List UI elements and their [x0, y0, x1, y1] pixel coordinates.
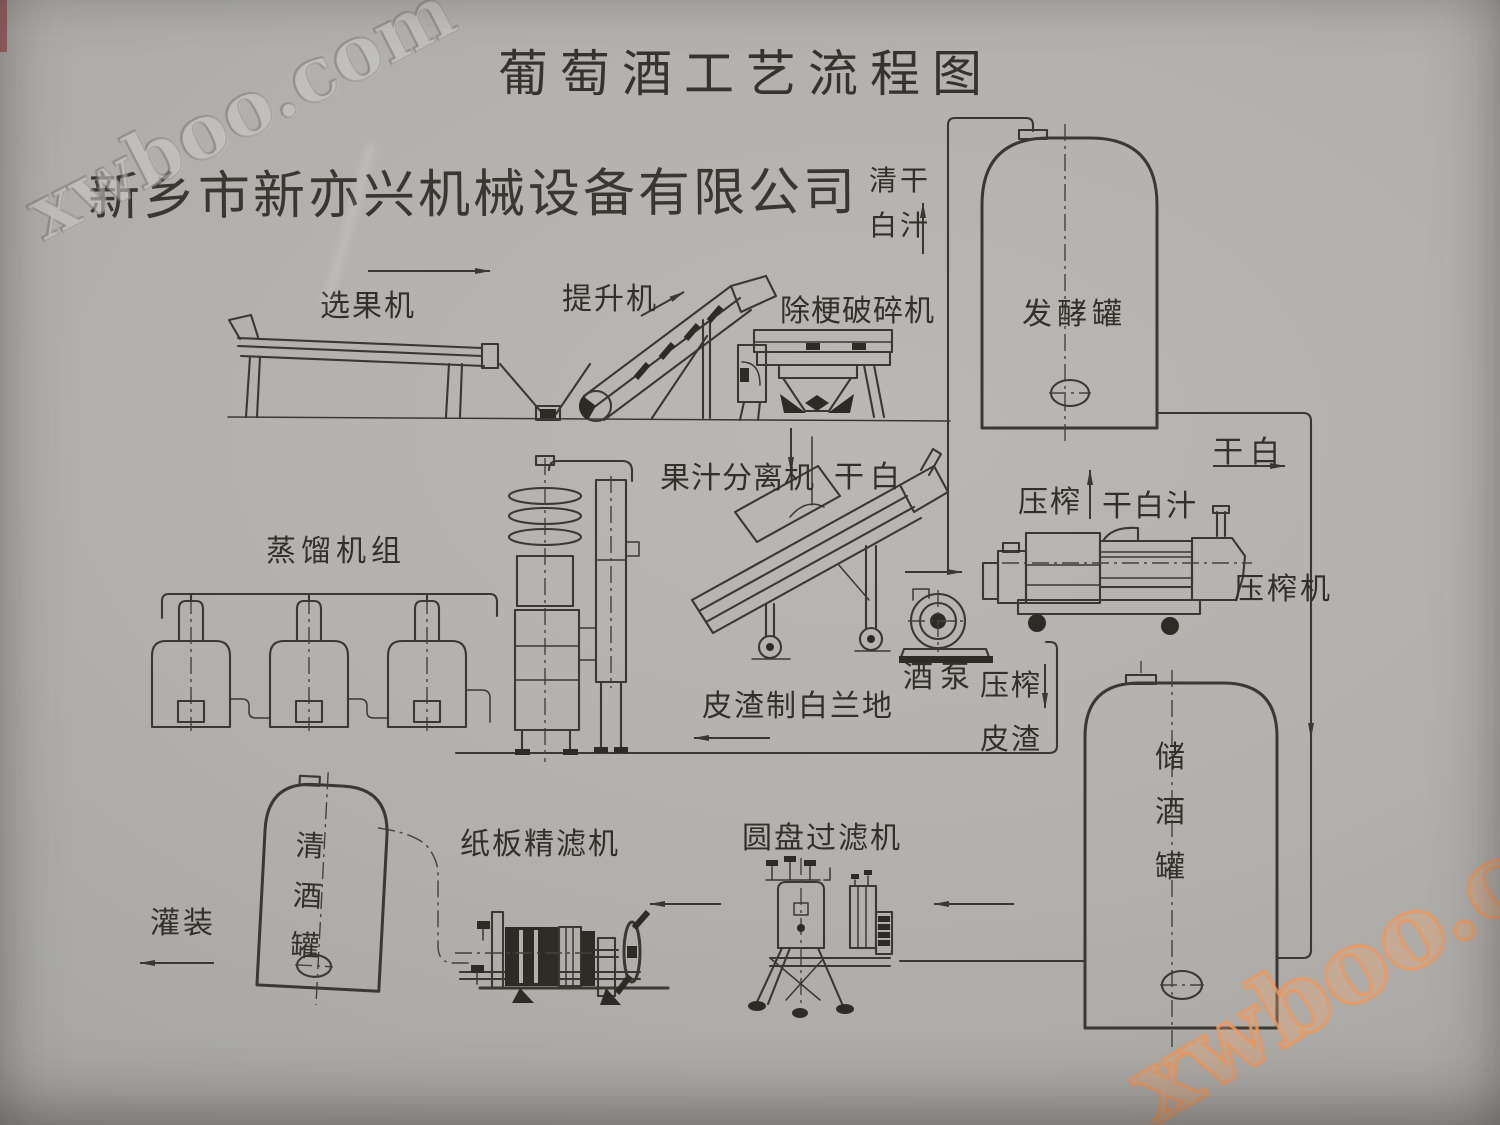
label-pomace-brandy: 皮渣制白兰地 [702, 690, 894, 723]
arrow-elevator-flow [640, 291, 685, 317]
distillation-unit [150, 592, 499, 733]
label-filling: 灌装 [150, 907, 216, 940]
label-storage-tank: 储酒罐 [1155, 741, 1185, 884]
pipe-pomace [454, 640, 1059, 755]
label-dry-white-right: 干白 [1213, 436, 1287, 469]
sorter-machine [227, 313, 592, 422]
pipe-cleartank-to-filter [377, 827, 472, 964]
distillation-column [507, 454, 640, 762]
disc-filter-machine [748, 856, 894, 1018]
juice-separator-machine [690, 447, 950, 660]
label-disc-filter: 圆盘过滤机 [742, 822, 902, 855]
label-sorter: 选果机 [320, 290, 416, 323]
photo-edge-sliver [0, 0, 7, 52]
label-press-machine: 压榨机 [1234, 573, 1333, 606]
fermentation-tank [980, 124, 1159, 446]
label-dry-white-center: 干白 [834, 461, 906, 494]
label-juice-separator: 果汁分离机 [660, 462, 815, 495]
elevator-machine [578, 274, 778, 423]
clear-wine-tank [255, 772, 389, 1005]
label-clear-dry-white-juice: 清干白汁 [869, 165, 932, 241]
label-elevator: 提升机 [562, 283, 658, 316]
label-distillation-unit: 蒸馏机组 [266, 535, 406, 568]
label-press-word: 压榨 [1018, 486, 1082, 519]
wine-pump-machine [898, 588, 993, 663]
label-wine-pump: 酒泵 [903, 661, 977, 694]
label-pressed-pomace: 压榨皮渣 [980, 670, 1043, 756]
label-destemmer: 除梗破碎机 [780, 295, 935, 328]
pipe-still-manifold [160, 592, 499, 620]
label-dry-white-juice: 干白汁 [1102, 490, 1198, 523]
destemmer-machine [736, 328, 894, 422]
label-fermentation-tank: 发酵罐 [1022, 298, 1127, 331]
press-machine [981, 504, 1252, 635]
pipe-ferment-feed [946, 116, 1035, 576]
pipe-dry-white [1155, 411, 1313, 960]
cardboard-filter-machine [455, 910, 670, 1005]
storage-tank [1083, 661, 1279, 1048]
page-title: 葡萄酒工艺流程图 [498, 46, 994, 102]
label-cardboard-filter: 纸板精滤机 [460, 828, 620, 861]
